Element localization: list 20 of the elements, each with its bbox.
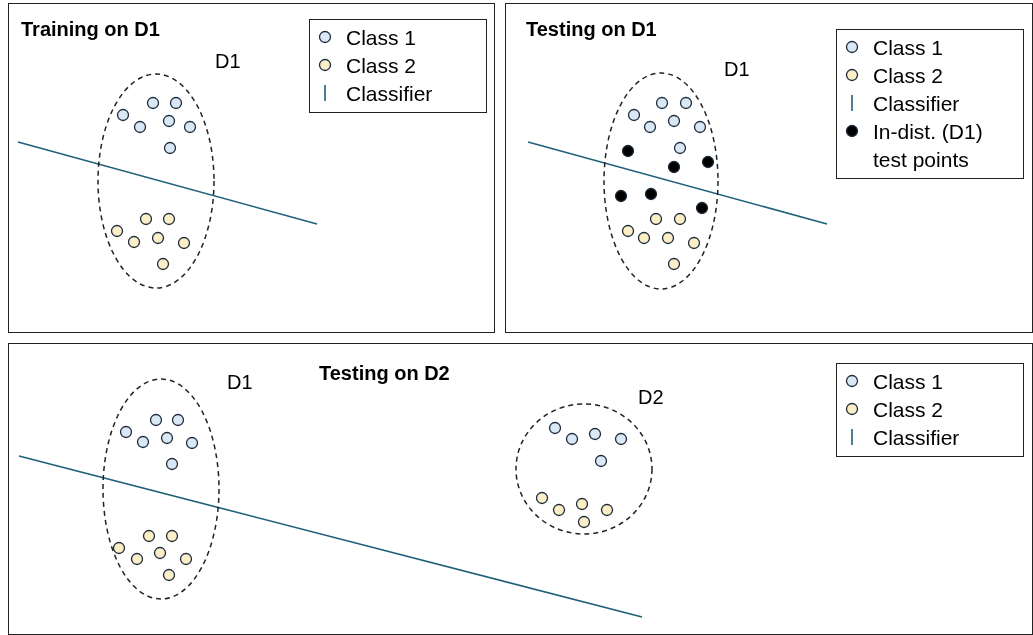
legend-text: In-dist. (D1) test points xyxy=(873,119,984,173)
panel-title: Training on D1 xyxy=(21,18,160,41)
panel xyxy=(505,3,1033,333)
cluster-label: D1 xyxy=(724,58,750,81)
legend-text: Class 2 xyxy=(346,53,417,79)
panel xyxy=(8,3,495,333)
panel-title: Testing on D1 xyxy=(526,18,657,41)
cluster-label: D1 xyxy=(227,371,253,394)
cluster-label: D1 xyxy=(215,50,241,73)
panel xyxy=(8,343,1033,635)
legend-text: Class 2 xyxy=(873,397,944,423)
cluster-label: D2 xyxy=(638,386,664,409)
legend-text: Class 1 xyxy=(873,369,944,395)
legend-text: Class 1 xyxy=(873,35,944,61)
legend-text: Classifier xyxy=(873,91,960,117)
legend-text: Class 1 xyxy=(346,25,417,51)
legend-text: Classifier xyxy=(873,425,960,451)
legend-text: Class 2 xyxy=(873,63,944,89)
legend-text: Classifier xyxy=(346,81,433,107)
panel-title: Testing on D2 xyxy=(319,362,450,385)
